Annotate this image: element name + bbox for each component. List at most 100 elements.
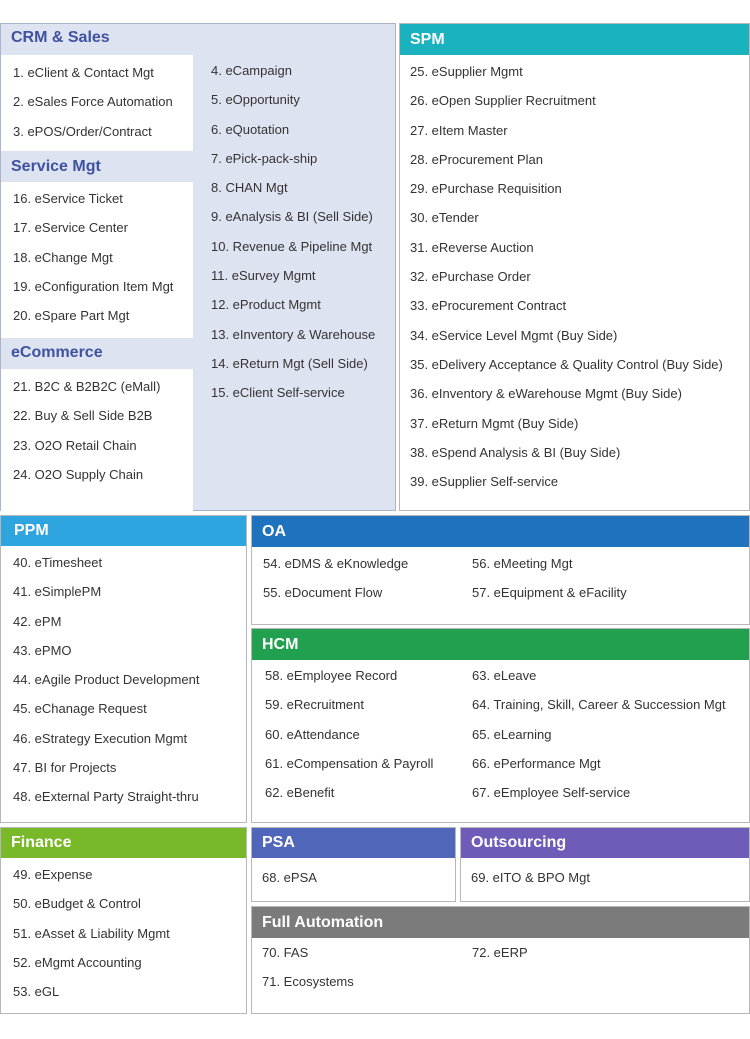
finance-header: Finance xyxy=(1,828,246,858)
crm-sales-list-2: 4. eCampaign 5. eOpportunity 6. eQuotati… xyxy=(211,62,375,414)
full-automation-panel: Full Automation 70. FAS 71. Ecosystems 7… xyxy=(251,906,750,1014)
module-item[interactable]: 64. Training, Skill, Career & Succession… xyxy=(472,697,726,713)
outsourcing-panel: Outsourcing 69. eITO & BPO Mgt xyxy=(460,827,750,902)
module-item[interactable]: 23. O2O Retail Chain xyxy=(13,437,137,453)
module-item[interactable]: 63. eLeave xyxy=(472,668,537,683)
psa-panel: PSA 68. ePSA xyxy=(251,827,456,902)
finance-panel: Finance 49. eExpense 50. eBudget & Contr… xyxy=(0,827,247,1014)
module-item[interactable]: 19. eConfiguration Item Mgt xyxy=(13,278,174,294)
psa-header: PSA xyxy=(252,828,455,858)
module-item[interactable]: 11. eSurvey Mgmt xyxy=(211,268,316,284)
module-item[interactable]: 36. eInventory & eWarehouse Mgmt (Buy Si… xyxy=(410,386,682,402)
module-item[interactable]: 44. eAgile Product Development xyxy=(13,672,200,688)
module-item[interactable]: 6. eQuotation xyxy=(211,121,290,137)
service-mgt-list-box: 16. eService Ticket 17. eService Center … xyxy=(1,182,193,338)
outsourcing-header: Outsourcing xyxy=(461,828,749,858)
module-item[interactable]: 40. eTimesheet xyxy=(13,555,103,570)
module-item[interactable]: 29. ePurchase Requisition xyxy=(410,181,562,197)
spm-panel: SPM 25. eSupplier Mgmt 26. eOpen Supplie… xyxy=(399,23,750,511)
module-item[interactable]: 62. eBenefit xyxy=(265,785,335,801)
module-item[interactable]: 12. eProduct Mgmt xyxy=(211,297,321,313)
module-item[interactable]: 55. eDocument Flow xyxy=(263,585,383,601)
module-item[interactable]: 32. ePurchase Order xyxy=(410,269,531,285)
module-item[interactable]: 4. eCampaign xyxy=(211,63,292,78)
module-item[interactable]: 41. eSimplePM xyxy=(13,584,102,600)
module-item[interactable]: 67. eEmployee Self-service xyxy=(472,785,631,801)
module-item[interactable]: 65. eLearning xyxy=(472,726,552,742)
full-automation-list-1: 70. FAS 71. Ecosystems xyxy=(262,944,354,1003)
module-item[interactable]: 60. eAttendance xyxy=(265,726,360,742)
module-item[interactable]: 20. eSpare Part Mgt xyxy=(13,308,130,324)
module-item[interactable]: 71. Ecosystems xyxy=(262,974,354,990)
ppm-header: PPM xyxy=(1,516,246,546)
psa-list: 68. ePSA xyxy=(262,869,317,898)
spm-list: 25. eSupplier Mgmt 26. eOpen Supplier Re… xyxy=(410,63,723,502)
module-item[interactable]: 66. ePerformance Mgt xyxy=(472,755,601,771)
module-item[interactable]: 47. BI for Projects xyxy=(13,760,117,776)
module-item[interactable]: 2. eSales Force Automation xyxy=(13,94,173,110)
module-item[interactable]: 28. eProcurement Plan xyxy=(410,151,543,167)
module-item[interactable]: 3. ePOS/Order/Contract xyxy=(13,123,152,139)
module-item[interactable]: 50. eBudget & Control xyxy=(13,896,141,912)
module-item[interactable]: 7. ePick-pack-ship xyxy=(211,150,318,166)
module-item[interactable]: 58. eEmployee Record xyxy=(265,668,398,683)
module-item[interactable]: 10. Revenue & Pipeline Mgt xyxy=(211,238,373,254)
module-item[interactable]: 38. eSpend Analysis & BI (Buy Side) xyxy=(410,444,621,460)
module-item[interactable]: 69. eITO & BPO Mgt xyxy=(471,870,590,885)
ppm-panel: PPM 40. eTimesheet 41. eSimplePM 42. ePM… xyxy=(0,515,247,823)
module-item[interactable]: 15. eClient Self-service xyxy=(211,385,345,401)
hcm-panel: HCM 58. eEmployee Record 59. eRecruitmen… xyxy=(251,628,750,823)
module-item[interactable]: 35. eDelivery Acceptance & Quality Contr… xyxy=(410,356,723,372)
module-item[interactable]: 13. eInventory & Warehouse xyxy=(211,326,376,342)
module-item[interactable]: 1. eClient & Contact Mgt xyxy=(13,65,154,80)
module-item[interactable]: 45. eChanage Request xyxy=(13,701,147,717)
module-item[interactable]: 22. Buy & Sell Side B2B xyxy=(13,408,153,424)
crm-sales-list: 1. eClient & Contact Mgt 2. eSales Force… xyxy=(13,64,173,152)
module-item[interactable]: 27. eItem Master xyxy=(410,122,508,138)
module-item[interactable]: 53. eGL xyxy=(13,984,60,1000)
hcm-list-2: 63. eLeave 64. Training, Skill, Career &… xyxy=(472,667,726,813)
full-automation-header: Full Automation xyxy=(252,907,749,938)
module-item[interactable]: 43. ePMO xyxy=(13,642,72,658)
module-item[interactable]: 9. eAnalysis & BI (Sell Side) xyxy=(211,209,373,225)
module-item[interactable]: 17. eService Center xyxy=(13,220,128,236)
module-item[interactable]: 24. O2O Supply Chain xyxy=(13,466,144,482)
module-item[interactable]: 42. ePM xyxy=(13,613,62,629)
module-item[interactable]: 51. eAsset & Liability Mgmt xyxy=(13,925,170,941)
finance-list: 49. eExpense 50. eBudget & Control 51. e… xyxy=(13,866,170,1012)
hcm-list-1: 58. eEmployee Record 59. eRecruitment 60… xyxy=(265,667,433,813)
module-item[interactable]: 34. eService Level Mgmt (Buy Side) xyxy=(410,327,618,343)
module-item[interactable]: 56. eMeeting Mgt xyxy=(472,556,573,571)
module-item[interactable]: 21. B2C & B2B2C (eMall) xyxy=(13,379,161,394)
module-item[interactable]: 5. eOpportunity xyxy=(211,92,300,108)
module-item[interactable]: 61. eCompensation & Payroll xyxy=(265,755,434,771)
module-item[interactable]: 72. eERP xyxy=(472,945,528,960)
module-item[interactable]: 8. CHAN Mgt xyxy=(211,180,288,196)
module-item[interactable]: 48. eExternal Party Straight-thru xyxy=(13,789,199,805)
oa-panel: OA 54. eDMS & eKnowledge 55. eDocument F… xyxy=(251,515,750,625)
module-item[interactable]: 49. eExpense xyxy=(13,867,93,882)
spm-header: SPM xyxy=(400,24,749,55)
module-item[interactable]: 25. eSupplier Mgmt xyxy=(410,64,523,79)
module-item[interactable]: 46. eStrategy Execution Mgmt xyxy=(13,730,188,746)
module-item[interactable]: 18. eChange Mgt xyxy=(13,249,113,265)
module-item[interactable]: 70. FAS xyxy=(262,945,309,960)
service-mgt-title: Service Mgt xyxy=(11,158,101,175)
module-item[interactable]: 14. eReturn Mgt (Sell Side) xyxy=(211,355,368,371)
module-item[interactable]: 30. eTender xyxy=(410,210,479,226)
module-item[interactable]: 16. eService Ticket xyxy=(13,191,123,206)
hcm-header: HCM xyxy=(252,629,749,660)
module-item[interactable]: 68. ePSA xyxy=(262,870,317,885)
crm-sales-list-box: 1. eClient & Contact Mgt 2. eSales Force… xyxy=(1,55,193,151)
module-item[interactable]: 52. eMgmt Accounting xyxy=(13,954,142,970)
module-item[interactable]: 59. eRecruitment xyxy=(265,697,364,713)
outsourcing-list: 69. eITO & BPO Mgt xyxy=(471,869,590,898)
module-item[interactable]: 57. eEquipment & eFacility xyxy=(472,585,627,601)
module-item[interactable]: 26. eOpen Supplier Recruitment xyxy=(410,93,596,109)
module-item[interactable]: 37. eReturn Mgmt (Buy Side) xyxy=(410,415,579,431)
module-item[interactable]: 33. eProcurement Contract xyxy=(410,298,567,314)
service-mgt-list: 16. eService Ticket 17. eService Center … xyxy=(13,190,173,336)
module-item[interactable]: 31. eReverse Auction xyxy=(410,239,534,255)
module-item[interactable]: 39. eSupplier Self-service xyxy=(410,474,559,490)
module-item[interactable]: 54. eDMS & eKnowledge xyxy=(263,556,409,571)
